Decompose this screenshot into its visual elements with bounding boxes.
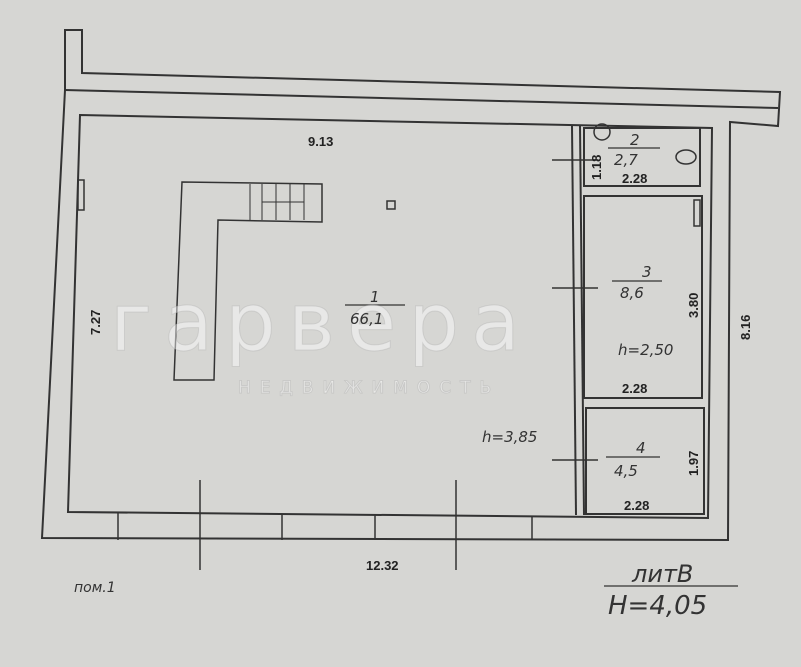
outer-wall (40, 29, 782, 542)
room2-box (583, 127, 701, 187)
toilet-icon (675, 149, 697, 165)
dim-room4-h: 1.97 (686, 451, 701, 476)
hall-height: h=3,85 (482, 428, 537, 446)
sink-icon (593, 123, 611, 141)
room1-number: 1 (370, 288, 380, 306)
dim-room2-w: 2.28 (622, 171, 647, 186)
dim-bottom: 12.32 (366, 558, 399, 573)
dim-top: 9.13 (308, 134, 333, 149)
room2-number: 2 (630, 131, 640, 149)
column (386, 200, 396, 210)
room4-area: 4,5 (614, 462, 638, 480)
partition (571, 125, 577, 516)
room3-height: h=2,50 (618, 341, 673, 359)
dim-room3-w: 2.28 (622, 381, 647, 396)
dim-right: 8.16 (738, 315, 753, 340)
room4-number: 4 (636, 439, 646, 457)
room1-area: 66,1 (350, 310, 383, 328)
dim-room4-w: 2.28 (624, 498, 649, 513)
room3-area: 8,6 (620, 284, 644, 302)
stair (173, 181, 323, 381)
watermark-subtitle: НЕДВИЖИМОСТЬ (238, 378, 500, 398)
partition (579, 125, 585, 516)
room3-number: 3 (642, 263, 652, 281)
inner-wall (66, 113, 714, 520)
dim-left: 7.27 (88, 310, 103, 335)
room2-area: 2,7 (614, 151, 638, 169)
dim-room2-h: 1.18 (589, 155, 604, 180)
dim-room3-h: 3.80 (686, 293, 701, 318)
building-height: H=4,05 (608, 591, 707, 621)
room3-box (583, 195, 703, 399)
building-title: литВ (631, 560, 693, 588)
watermark-brand: гарвера (110, 276, 532, 369)
room4-box (585, 407, 705, 515)
room-label: пом.1 (74, 580, 116, 596)
corridor-wall (64, 89, 779, 109)
